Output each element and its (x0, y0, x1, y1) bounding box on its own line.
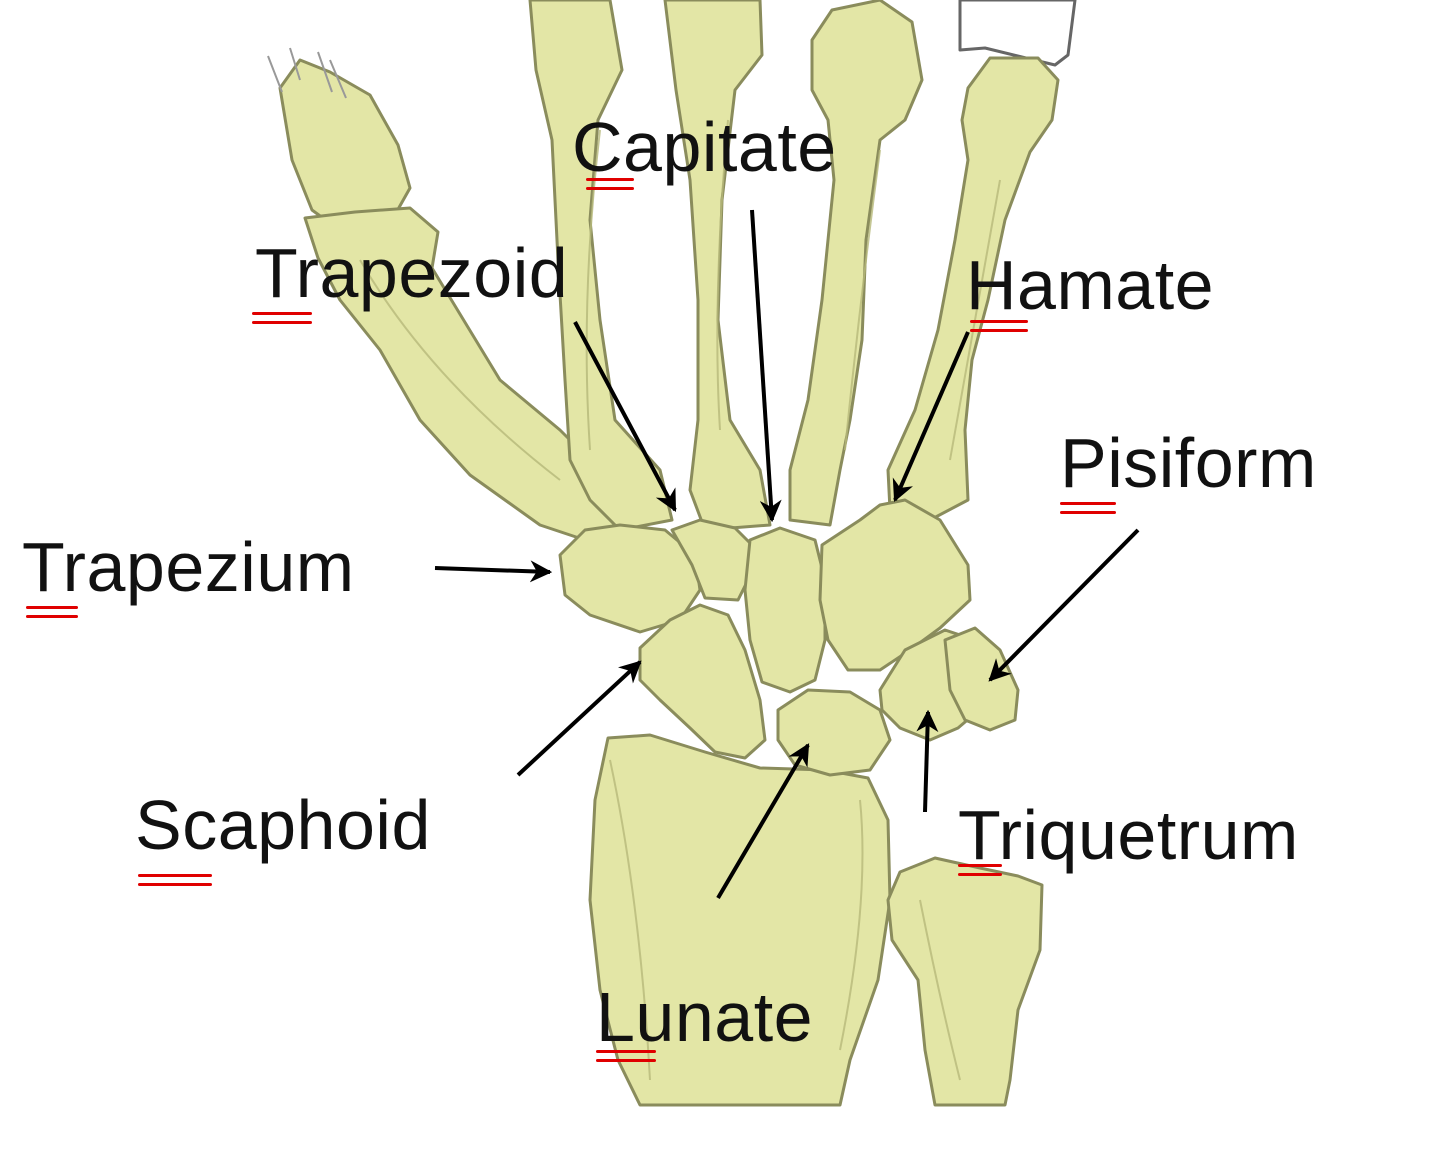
finger-tip-fragment (958, 0, 1077, 67)
pointer-arrows (434, 209, 1140, 900)
little-metacarpal (886, 56, 1060, 522)
pisiform-bone (943, 626, 1020, 732)
radius (588, 733, 892, 1107)
trapezium-underline (26, 606, 78, 619)
hamate-underline (970, 320, 1028, 333)
trapezium-bone (558, 523, 702, 634)
label-capitate: Capitate (572, 108, 837, 186)
label-scaphoid: Scaphoid (135, 786, 431, 864)
label-trapezoid: Trapezoid (255, 234, 569, 312)
scaphoid-arrow (516, 660, 642, 777)
label-triquetrum: Triquetrum (958, 796, 1299, 874)
pisiform-underline (1060, 502, 1116, 515)
capitate-underline (586, 178, 634, 191)
pisiform-arrow (988, 528, 1140, 682)
trapezium-arrow (434, 560, 553, 583)
capitate-arrow (750, 209, 782, 523)
capitate-bone (743, 526, 827, 694)
triquetrum-underline (958, 864, 1002, 877)
hamate-bone (818, 498, 972, 672)
hamate-arrow (892, 331, 970, 503)
label-trapezium: Trapezium (22, 528, 355, 606)
label-pisiform: Pisiform (1060, 424, 1317, 502)
thumb-phalanx (278, 58, 412, 234)
triquetrum-arrow (916, 709, 939, 813)
trapezoid-underline (252, 312, 312, 325)
index-metacarpal (528, 0, 674, 532)
trapezoid-arrow (573, 321, 677, 512)
scaphoid-underline (138, 874, 212, 887)
label-lunate: Lunate (596, 978, 814, 1056)
ulna (886, 856, 1044, 1107)
scaphoid-bone (638, 603, 767, 760)
middle-metacarpal (663, 0, 772, 532)
label-hamate: Hamate (966, 246, 1215, 324)
lunate-bone (776, 688, 892, 777)
lunate-underline (596, 1050, 656, 1063)
lunate-arrow (716, 743, 810, 900)
